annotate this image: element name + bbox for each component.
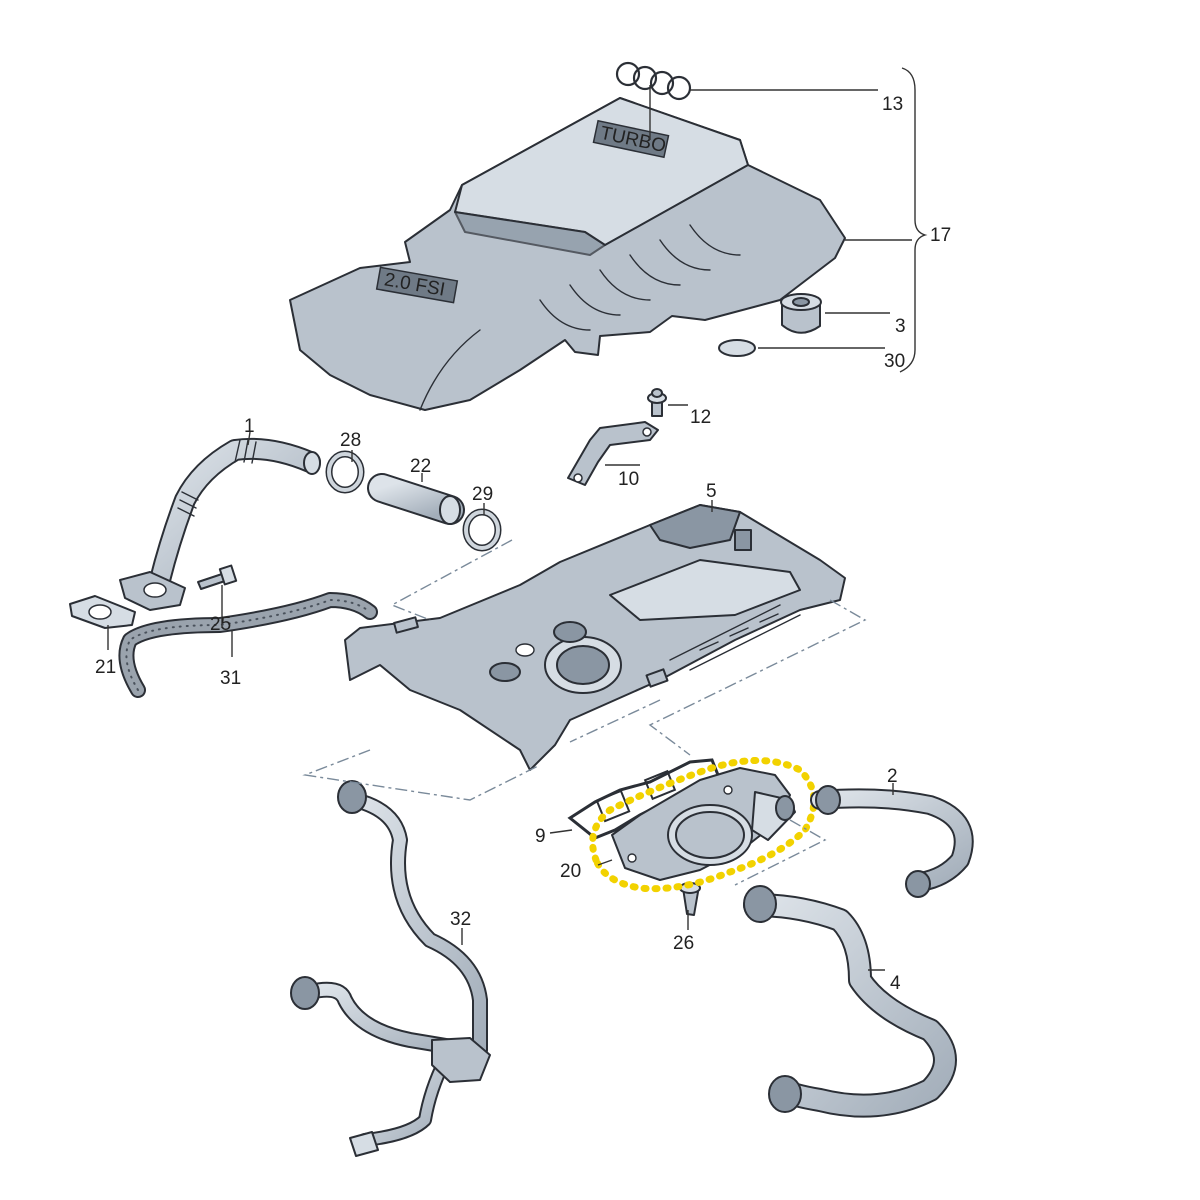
callout-32: 32 xyxy=(450,909,471,930)
callout-4: 4 xyxy=(890,973,901,994)
reference-lines xyxy=(302,539,867,886)
vacuum-hose-31 xyxy=(118,592,378,698)
callout-30: 30 xyxy=(884,351,905,372)
callout-labels: 13 17 3 30 12 10 1 28 22 29 5 25 21 31 2… xyxy=(95,94,951,994)
callout-21: 21 xyxy=(95,657,116,678)
callout-9: 9 xyxy=(535,826,546,847)
callout-29: 29 xyxy=(472,484,493,505)
callout-26: 26 xyxy=(673,933,694,954)
engine-cover: TURBO 2.0 FSI xyxy=(289,97,846,411)
callout-12: 12 xyxy=(690,407,711,428)
hose-32 xyxy=(290,780,491,1157)
hose-4 xyxy=(743,885,957,1118)
rubber-grommet xyxy=(780,293,822,334)
valve-cover-5 xyxy=(344,504,846,771)
callout-3: 3 xyxy=(895,316,906,337)
callout-13: 13 xyxy=(882,94,903,115)
callout-17: 17 xyxy=(930,225,951,246)
callout-10: 10 xyxy=(618,469,639,490)
clamp-28 xyxy=(325,450,365,494)
callout-20: 20 xyxy=(560,861,581,882)
washer xyxy=(718,339,756,357)
leader-lines xyxy=(107,67,928,971)
callout-28: 28 xyxy=(340,430,361,451)
clamp-29 xyxy=(462,508,502,552)
callout-5: 5 xyxy=(706,481,717,502)
audi-rings xyxy=(615,61,692,101)
pressure-regulating-valve-20 xyxy=(611,767,796,881)
bolt-25 xyxy=(197,564,238,590)
breather-hose-1 xyxy=(149,437,321,591)
callout-25: 25 xyxy=(210,614,231,635)
flange-gasket xyxy=(69,571,186,629)
callout-31: 31 xyxy=(220,668,241,689)
bolt-12 xyxy=(647,388,667,417)
bracket-10 xyxy=(567,421,659,486)
hose-22 xyxy=(367,473,465,525)
callout-1: 1 xyxy=(244,416,255,437)
hose-2 xyxy=(810,785,974,898)
callout-22: 22 xyxy=(410,456,431,477)
callout-2: 2 xyxy=(887,766,898,787)
